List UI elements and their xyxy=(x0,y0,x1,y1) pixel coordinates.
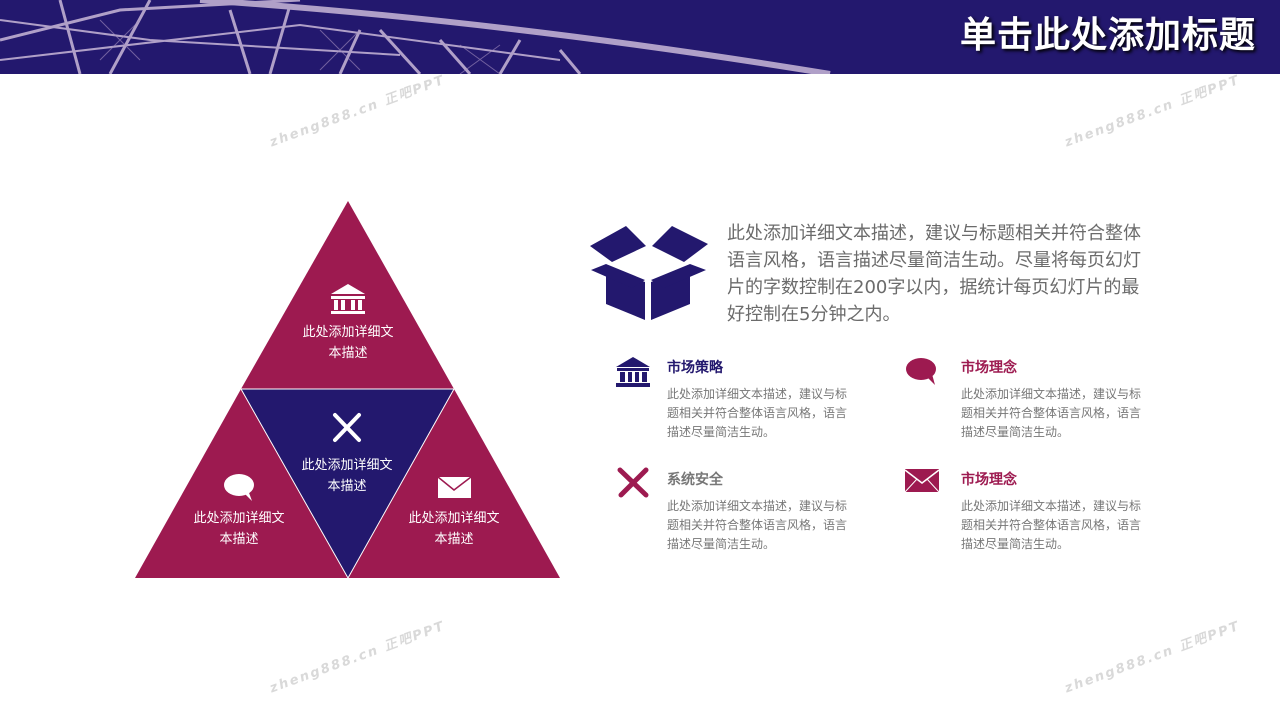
watermark: zheng888.cn 正吧PPT xyxy=(1062,618,1243,697)
pyramid-diagram xyxy=(135,201,560,580)
chat-bubble-icon xyxy=(906,358,936,385)
envelope-icon xyxy=(437,476,472,498)
watermark: zheng888.cn 正吧PPT xyxy=(1062,72,1243,151)
pyramid-center-label: 此处添加详细文本描述 xyxy=(301,458,393,494)
envelope-icon xyxy=(905,469,939,493)
pyramid-center-triangle xyxy=(241,389,454,578)
item-title: 市场策略 xyxy=(667,360,723,376)
item-text: 此处添加详细文本描述，建议与标题相关并符合整体语言风格，语言描述尽量简洁生动。 xyxy=(667,499,848,551)
item-text: 此处添加详细文本描述，建议与标题相关并符合整体语言风格，语言描述尽量简洁生动。 xyxy=(667,387,848,439)
bank-icon xyxy=(331,284,365,314)
slide-title[interactable]: 单击此处添加标题 xyxy=(959,15,1256,56)
item-title: 系统安全 xyxy=(667,472,723,488)
tools-icon xyxy=(333,413,361,442)
item-market-strategy: 市场策略 此处添加详细文本描述，建议与标题相关并符合整体语言风格，语言描述尽量简… xyxy=(667,357,867,442)
pyramid-top-label: 此处添加详细文本描述 xyxy=(302,325,394,361)
item-market-concept: 市场理念 此处添加详细文本描述，建议与标题相关并符合整体语言风格，语言描述尽量简… xyxy=(961,357,1161,442)
item-system-security: 系统安全 此处添加详细文本描述，建议与标题相关并符合整体语言风格，语言描述尽量简… xyxy=(667,469,867,554)
watermark: zheng888.cn 正吧PPT xyxy=(267,618,448,697)
header-banner: 单击此处添加标题 xyxy=(0,0,1280,74)
item-text: 此处添加详细文本描述，建议与标题相关并符合整体语言风格，语言描述尽量简洁生动。 xyxy=(961,499,1142,551)
bank-icon xyxy=(616,357,650,387)
item-market-concept-2: 市场理念 此处添加详细文本描述，建议与标题相关并符合整体语言风格，语言描述尽量简… xyxy=(961,469,1161,554)
chat-bubble-icon xyxy=(224,474,254,501)
pyramid-right-label: 此处添加详细文本描述 xyxy=(408,511,500,547)
open-box-icon xyxy=(590,226,708,320)
bridge-truss-image xyxy=(0,0,831,74)
intro-description: 此处添加详细文本描述，建议与标题相关并符合整体语言风格，语言描述尽量简洁生动。尽… xyxy=(727,223,1141,325)
pyramid-top-triangle xyxy=(241,201,454,389)
item-text: 此处添加详细文本描述，建议与标题相关并符合整体语言风格，语言描述尽量简洁生动。 xyxy=(961,387,1142,439)
tools-icon xyxy=(617,467,649,498)
item-title: 市场理念 xyxy=(961,472,1017,488)
pyramid-left-label: 此处添加详细文本描述 xyxy=(193,511,285,547)
item-title: 市场理念 xyxy=(961,360,1017,376)
